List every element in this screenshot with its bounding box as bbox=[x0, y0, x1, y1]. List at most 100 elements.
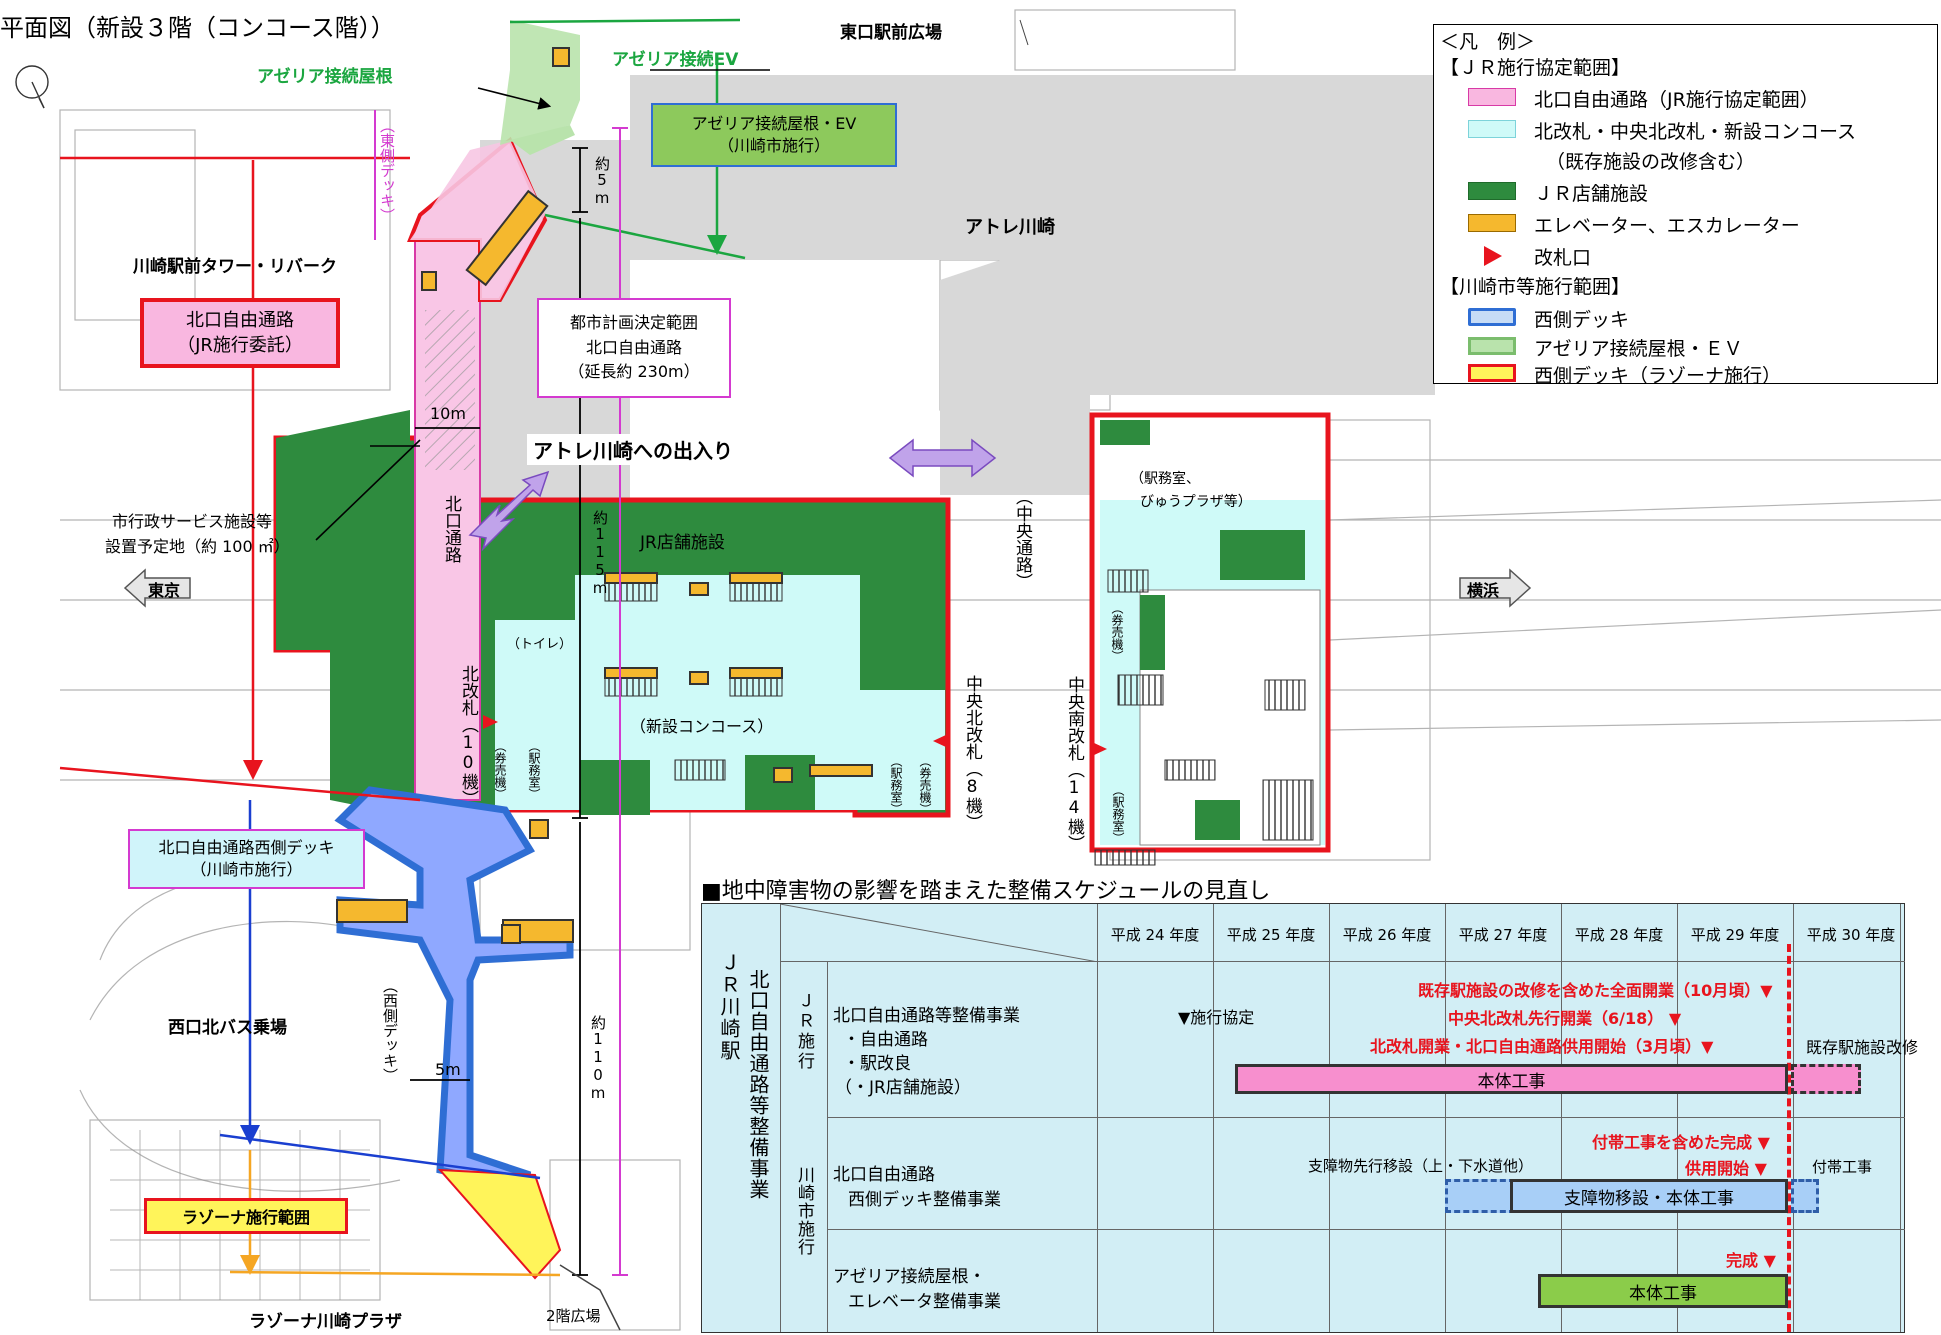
row1-title-3: ・駅改良 bbox=[843, 1054, 911, 1074]
row2-pre-bar bbox=[1445, 1179, 1515, 1213]
dist-115m-label: 約115m bbox=[591, 510, 609, 597]
row1-title-2: ・自由通路 bbox=[843, 1030, 928, 1050]
chuo-south-green-4 bbox=[1195, 800, 1240, 840]
schedule-heading: ■地中障害物の影響を踏まえた整備スケジュールの見直し bbox=[701, 879, 1271, 904]
new-concourse-label: （新設コンコース） bbox=[630, 717, 774, 736]
row2-milestone-2: 供用開始 ▼ bbox=[1685, 1159, 1767, 1178]
legend-swatch-elevator bbox=[1468, 214, 1516, 232]
azalea-box-line1: アゼリア接続屋根・EV bbox=[691, 113, 857, 133]
atre-access-arrows bbox=[468, 438, 997, 552]
row2-title-1: 北口自由通路 bbox=[833, 1165, 935, 1185]
north-arrow-icon bbox=[15, 65, 49, 99]
station-office-label-2: （駅務室） bbox=[889, 755, 903, 815]
jr-shop-west bbox=[276, 410, 410, 810]
atre-building bbox=[480, 75, 1435, 500]
year-h25: 平成 25 年度 bbox=[1226, 926, 1316, 944]
green-block-1 bbox=[580, 760, 650, 815]
row1-after-bar bbox=[1791, 1064, 1861, 1094]
width-5m-label: 5m bbox=[435, 1060, 461, 1079]
row3-bar-label: 本体工事 bbox=[1629, 1283, 1697, 1304]
west-deck bbox=[334, 786, 574, 1184]
row1-title-1: 北口自由通路等整備事業 bbox=[833, 1006, 1020, 1026]
east-deck-label: （東側デッキ） bbox=[378, 118, 396, 223]
row3-main-bar: 本体工事 bbox=[1538, 1274, 1788, 1308]
north-gate-label: 北改札（10機） bbox=[458, 665, 478, 807]
row1-milestone-3: 北改札開業・北口自由通路供用開始（3月頃）▼ bbox=[1370, 1037, 1714, 1056]
chuo-south-green-3 bbox=[1140, 595, 1165, 670]
admin-service-line1: 市行政サービス施設等 bbox=[112, 512, 273, 531]
year-h30: 平成 30 年度 bbox=[1806, 926, 1896, 944]
gate-markers bbox=[483, 715, 1107, 756]
west-deck-box: 北口自由通路西側デッキ （川崎市施行） bbox=[128, 829, 365, 889]
azalea-roof-label: アゼリア接続屋根 bbox=[257, 67, 393, 87]
west-deck-escalator-1 bbox=[336, 899, 408, 923]
schedule-left-sub: 北口自由通路等整備事業 bbox=[746, 969, 770, 1200]
legend-label-north-passage: 北口自由通路（JR施行協定範囲） bbox=[1534, 89, 1819, 111]
east-plaza-label: 東口駅前広場 bbox=[840, 23, 942, 43]
azalea-ev bbox=[552, 47, 570, 67]
kitaguchi-tsuro-label: 北口通路 bbox=[441, 495, 461, 563]
tower-label: 川崎駅前タワー・リバーク bbox=[133, 257, 337, 277]
ticket-machine-label-2: （券売機） bbox=[918, 755, 932, 815]
station-office-plaza-line2: びゅうプラザ等） bbox=[1140, 494, 1252, 510]
toilet-label: （トイレ） bbox=[507, 637, 573, 652]
current-date-line bbox=[1787, 944, 1791, 1332]
year-h29: 平成 29 年度 bbox=[1690, 926, 1780, 944]
row1-after-label: 既存駅施設改修 bbox=[1806, 1038, 1919, 1057]
row3-milestone: 完成 ▼ bbox=[1726, 1251, 1776, 1270]
station-office-plaza-line1: （駅務室、 bbox=[1130, 471, 1200, 487]
legend-label-concourse: 北改札・中央北改札・新設コンコース bbox=[1534, 121, 1857, 143]
row1-title-4: （・JR店舗施設） bbox=[835, 1078, 971, 1098]
city-plan-line1: 都市計画決定範囲 bbox=[569, 312, 698, 332]
north-passage-box-line1: 北口自由通路 bbox=[186, 309, 294, 331]
year-h26: 平成 26 年度 bbox=[1342, 926, 1432, 944]
year-h28: 平成 28 年度 bbox=[1574, 926, 1664, 944]
west-deck-label: （西側デッキ） bbox=[381, 978, 399, 1083]
row1-agreement: ▼施行協定 bbox=[1178, 1008, 1255, 1027]
lazona-range-label: ラゾーナ施行範囲 bbox=[181, 1208, 310, 1227]
row2-pre-label: 支障物先行移設（上・下水道他） bbox=[1308, 1157, 1534, 1175]
legend-label-concourse-note: （既存施設の改修含む） bbox=[1546, 151, 1756, 173]
tokyo-arrow bbox=[123, 568, 191, 608]
legend-swatch-north-passage bbox=[1468, 88, 1516, 106]
chuo-south-green-2 bbox=[1220, 530, 1305, 580]
north-passage-box: 北口自由通路 （JR施行委託） bbox=[140, 298, 340, 368]
azalea-ev-label: アゼリア接続EV bbox=[612, 50, 739, 70]
ticket-machine-label-3: （券売機） bbox=[1110, 602, 1124, 662]
legend-label-gate: 改札口 bbox=[1534, 247, 1592, 269]
legend-swatch-lazona bbox=[1468, 364, 1516, 382]
legend-swatch-concourse bbox=[1468, 120, 1516, 138]
legend-gate-icon bbox=[1484, 246, 1502, 266]
chuo-south-green-1 bbox=[1100, 420, 1150, 445]
jr-shop-label: JR店舗施設 bbox=[640, 533, 725, 553]
page-title: 平面図（新設３階（コンコース階）） bbox=[0, 14, 395, 42]
north-passage-box-line2: （JR施行委託） bbox=[177, 335, 303, 356]
schedule-left-main: ＪＲ川崎駅 bbox=[717, 952, 741, 1062]
dist-5m-label: 約5m bbox=[593, 156, 611, 207]
row1-main-bar: 本体工事 bbox=[1235, 1064, 1788, 1094]
west-bus-label: 西口北バス乗場 bbox=[168, 1018, 287, 1038]
yokohama-arrow bbox=[1459, 568, 1532, 608]
east-deck-ev bbox=[421, 271, 437, 291]
row1-milestone-1: 既存駅施設の改修を含めた全面開業（10月頃）▼ bbox=[1418, 981, 1773, 1000]
legend-title: ＜凡 例＞ bbox=[1440, 31, 1536, 53]
chuo-tsuro-label: （中央通路） bbox=[1012, 488, 1032, 590]
schedule-group-jr: ＪＲ施行 bbox=[794, 992, 814, 1072]
schedule-table: 平成 24 年度 平成 25 年度 平成 26 年度 平成 27 年度 平成 2… bbox=[701, 903, 1918, 1333]
lazona-deck bbox=[437, 1168, 562, 1280]
year-h24: 平成 24 年度 bbox=[1110, 926, 1200, 944]
lazona-plaza-label: ラゾーナ川崎プラザ bbox=[249, 1312, 402, 1332]
west-deck-box-line1: 北口自由通路西側デッキ bbox=[158, 837, 335, 857]
row2-milestone-1: 付帯工事を含めた完成 ▼ bbox=[1592, 1133, 1770, 1152]
row2-title-2: 西側デッキ整備事業 bbox=[848, 1190, 1001, 1210]
legend-group-city: 【川崎市等施行範囲】 bbox=[1440, 276, 1631, 298]
azalea-box-line2: （川崎市施行） bbox=[717, 136, 830, 155]
station-office-label-1: （駅務室） bbox=[527, 740, 541, 800]
chuo-south-stairs bbox=[1094, 569, 1314, 866]
legend-group-jr: 【ＪＲ施行協定範囲】 bbox=[1440, 57, 1631, 79]
west-deck-box-line2: （川崎市施行） bbox=[190, 860, 303, 879]
concourse-lower bbox=[495, 690, 945, 810]
legend-label-elevator: エレベーター、エスカレーター bbox=[1534, 215, 1800, 237]
row3-title-1: アゼリア接続屋根・ bbox=[833, 1267, 986, 1287]
row2-bar-label: 支障物移設・本体工事 bbox=[1564, 1188, 1734, 1209]
